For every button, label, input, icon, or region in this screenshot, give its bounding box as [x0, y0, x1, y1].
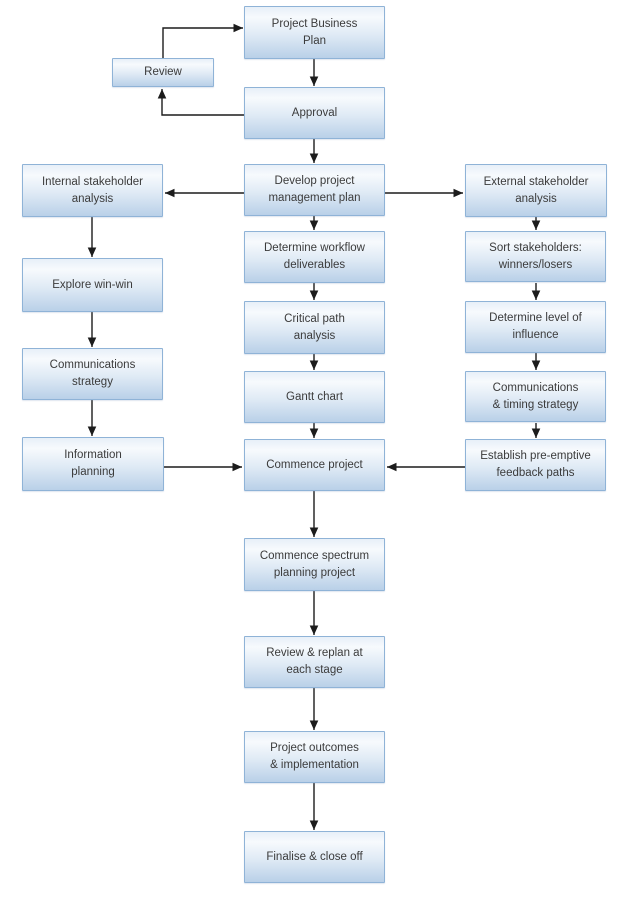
node-information-planning: Information planning: [22, 437, 164, 491]
node-communications-strategy: Communications strategy: [22, 348, 163, 400]
arrow-approval-to-review: [157, 89, 244, 116]
node-establish-pre-emptive-feedback-paths: Establish pre-emptive feedback paths: [465, 439, 606, 491]
node-commence-spectrum-planning-project: Commence spectrum planning project: [244, 538, 385, 591]
node-sort-stakeholders: Sort stakeholders: winners/losers: [465, 231, 606, 282]
node-communications-timing-strategy: Communications & timing strategy: [465, 371, 606, 422]
node-project-business-plan: Project Business Plan: [244, 6, 385, 59]
node-develop-project-management-plan: Develop project management plan: [244, 164, 385, 216]
node-internal-stakeholder-analysis: Internal stakeholder analysis: [22, 164, 163, 217]
node-external-stakeholder-analysis: External stakeholder analysis: [465, 164, 607, 217]
node-review: Review: [112, 58, 214, 87]
arrow-review-to-business-plan: [162, 23, 243, 58]
node-gantt-chart: Gantt chart: [244, 371, 385, 423]
node-critical-path-analysis: Critical path analysis: [244, 301, 385, 354]
node-commence-project: Commence project: [244, 439, 385, 491]
node-finalise-close-off: Finalise & close off: [244, 831, 385, 883]
node-determine-level-of-influence: Determine level of influence: [465, 301, 606, 353]
node-determine-workflow-deliverables: Determine workflow deliverables: [244, 231, 385, 283]
node-approval: Approval: [244, 87, 385, 139]
node-project-outcomes-implementation: Project outcomes & implementation: [244, 731, 385, 783]
node-review-replan-each-stage: Review & replan at each stage: [244, 636, 385, 688]
node-explore-win-win: Explore win-win: [22, 258, 163, 312]
